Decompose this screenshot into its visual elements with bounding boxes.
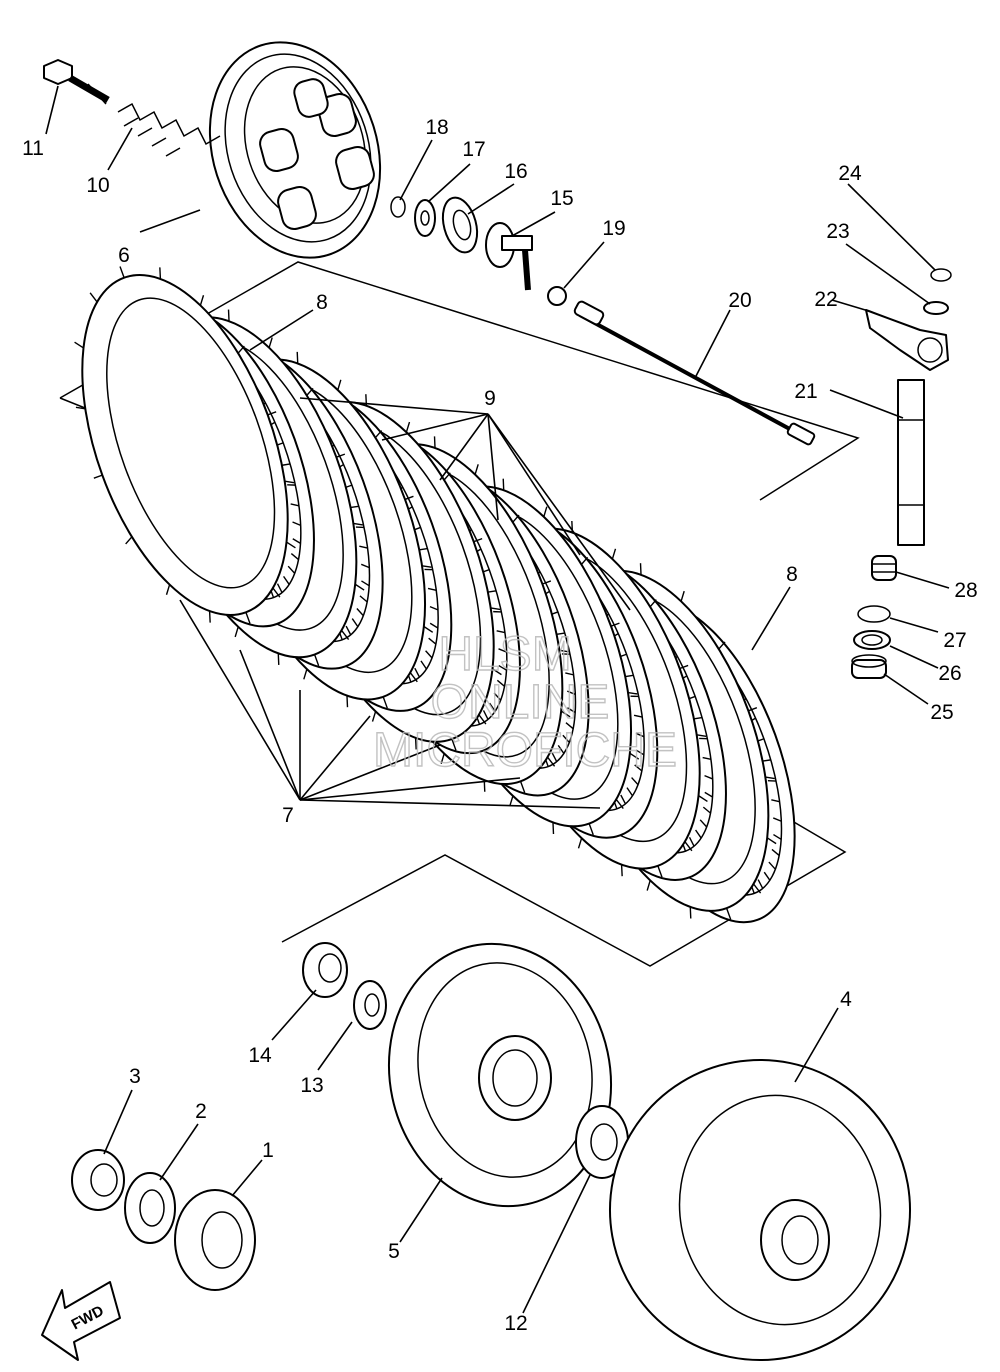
clutch-boss xyxy=(387,942,613,1208)
friction-plate xyxy=(74,266,296,624)
bearing-16 xyxy=(441,196,479,254)
push-lever-shaft-21 xyxy=(897,379,925,546)
callout-8-upper: 8 xyxy=(316,291,328,314)
callout-23: 23 xyxy=(826,220,849,243)
callout-24: 24 xyxy=(838,162,862,185)
callout-16: 16 xyxy=(504,160,527,183)
callout-12: 12 xyxy=(504,1312,527,1335)
circlip-18 xyxy=(390,196,406,218)
callout-5: 5 xyxy=(388,1240,400,1263)
push-rod-15 xyxy=(485,222,533,291)
nut-14 xyxy=(302,942,348,998)
watermark-line-2: ONLINE xyxy=(431,676,610,729)
lower-group-outline xyxy=(281,807,847,967)
callout-11: 11 xyxy=(22,137,44,160)
callout-8-lower: 8 xyxy=(786,563,798,586)
oil-seal-26 xyxy=(853,630,891,650)
callout-26: 26 xyxy=(938,662,961,685)
callout-19: 19 xyxy=(602,217,625,240)
callout-28: 28 xyxy=(954,579,977,602)
pressure-plate xyxy=(208,41,382,259)
callout-25: 25 xyxy=(930,701,953,724)
callout-1: 1 xyxy=(262,1139,274,1162)
callout-2: 2 xyxy=(195,1100,207,1123)
callout-7: 7 xyxy=(282,804,294,827)
watermark-line-1: HLSM xyxy=(438,628,571,681)
callout-6: 6 xyxy=(118,244,130,267)
circlip-24 xyxy=(930,268,952,282)
watermark: HLSM ONLINE MICROFICHE xyxy=(372,627,677,777)
lock-washer-13 xyxy=(353,980,387,1030)
callout-10: 10 xyxy=(86,174,109,197)
callout-13: 13 xyxy=(300,1074,323,1097)
callout-22: 22 xyxy=(814,288,837,311)
clutch-spring xyxy=(117,102,221,157)
washer-2 xyxy=(124,1172,176,1244)
ball-19 xyxy=(547,286,567,306)
callout-labels: 1 2 3 4 5 6 7 8 8 9 10 11 12 13 14 15 16… xyxy=(22,116,978,1335)
leader-lines xyxy=(45,85,950,1314)
callout-17: 17 xyxy=(462,138,485,161)
callout-21: 21 xyxy=(794,380,817,403)
push-rod-20 xyxy=(573,300,816,446)
bearing-25 xyxy=(851,654,887,679)
push-lever-22 xyxy=(865,309,949,371)
callout-20: 20 xyxy=(728,289,751,312)
watermark-line-3: MICROFICHE xyxy=(373,724,677,777)
clutch-housing xyxy=(609,1059,911,1361)
callout-4: 4 xyxy=(840,988,852,1011)
callout-18: 18 xyxy=(425,116,448,139)
fwd-direction-arrow: FWD xyxy=(41,1281,121,1361)
nut-3 xyxy=(71,1149,125,1211)
washer-23 xyxy=(923,301,949,315)
spring-28 xyxy=(871,555,897,581)
callout-14: 14 xyxy=(248,1044,272,1067)
bolt xyxy=(43,59,110,105)
circlip-27 xyxy=(857,605,891,623)
primary-drive-gear-1 xyxy=(174,1189,256,1291)
clutch-plate-stack xyxy=(74,266,796,924)
callout-27: 27 xyxy=(943,629,966,652)
washer-17 xyxy=(414,199,436,237)
callout-3: 3 xyxy=(129,1065,141,1088)
callout-9: 9 xyxy=(484,387,496,410)
callout-15: 15 xyxy=(550,187,573,210)
